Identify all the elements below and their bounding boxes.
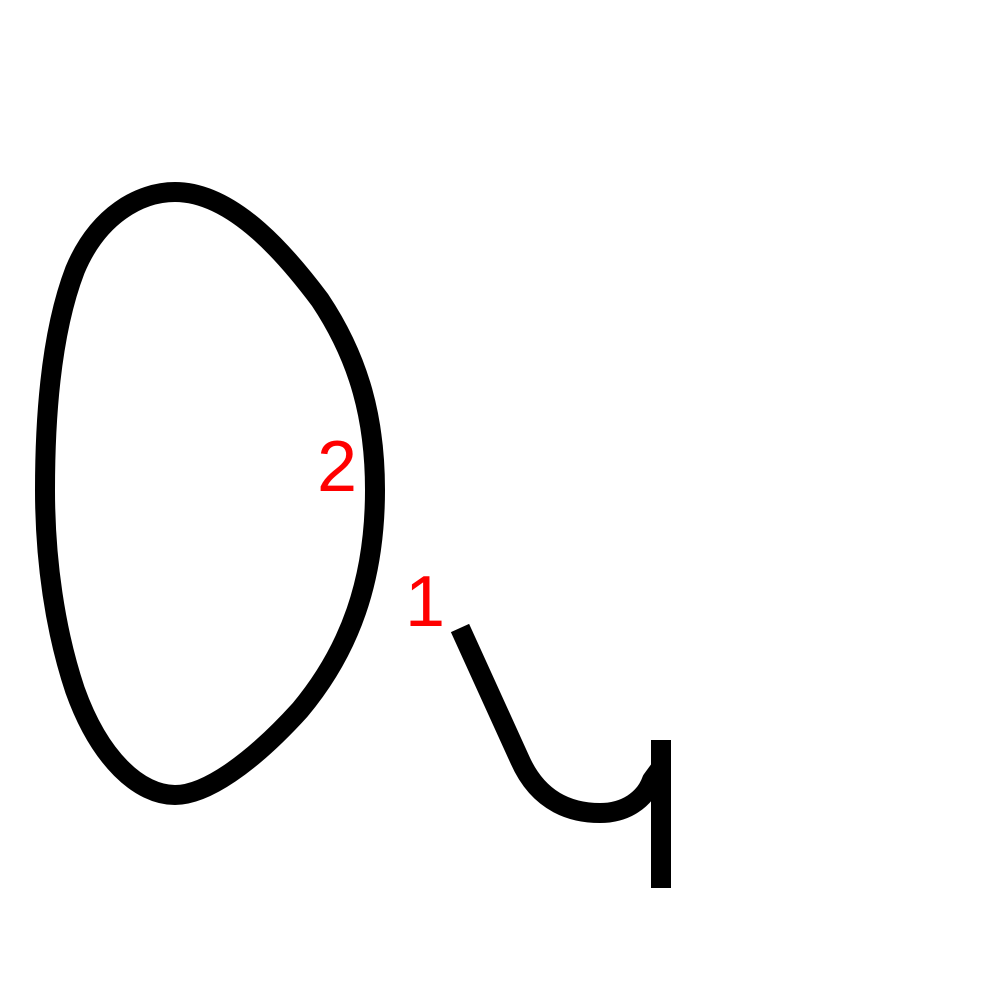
stroke-1-hook [450,623,672,823]
stroke-2-order-label: 2 [317,427,357,507]
stroke-2-loop [35,182,385,805]
stroke-1-order-label: 1 [405,562,445,642]
